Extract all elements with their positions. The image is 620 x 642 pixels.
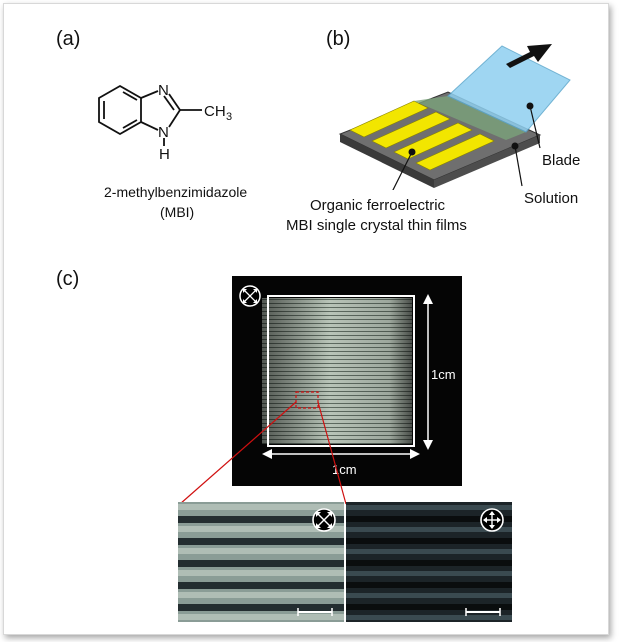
molecule-name: 2-methylbenzimidazole [104,184,248,200]
atom-n-top: N [158,82,169,99]
methyl-subscript: 3 [226,111,232,123]
panel-label-a: (a) [56,28,81,50]
panel-label-b: (b) [326,28,351,50]
micrograph-zoom-crossed [178,502,344,622]
solution-region [414,96,526,140]
electrode-stripe [415,133,495,171]
zoom-connectors [179,401,347,505]
scale-y-label: 1cm [431,367,456,382]
film-boundary [267,295,415,447]
film-label-line2: MBI single crystal thin films [286,217,467,234]
zoom-region-box [295,391,319,409]
blade [447,45,571,133]
crossed-polarizer-icon [312,508,336,532]
methyl-label: CH [204,103,226,120]
mbi-structure: N N H CH 3 [98,82,232,163]
blade-coating-schematic [338,44,571,190]
solution-label: Solution [524,190,579,207]
atom-n-bottom: N [158,124,169,141]
micrograph-overview: 1cm 1cm [232,276,462,486]
molecule-abbrev: (MBI) [160,204,195,220]
blade-label: Blade [542,152,581,169]
film-label-line1: Organic ferroelectric [310,197,446,214]
parallel-polarizer-icon [480,508,504,532]
micrograph-zoom-parallel [346,502,512,622]
substrate-front [340,134,434,188]
atom-h: H [159,146,170,163]
panel-label-c: (c) [56,268,80,290]
electrode-stripe [349,100,429,138]
crossed-polarizer-icon [239,285,261,307]
direction-arrow [506,44,552,68]
electrode-stripe [371,111,451,149]
